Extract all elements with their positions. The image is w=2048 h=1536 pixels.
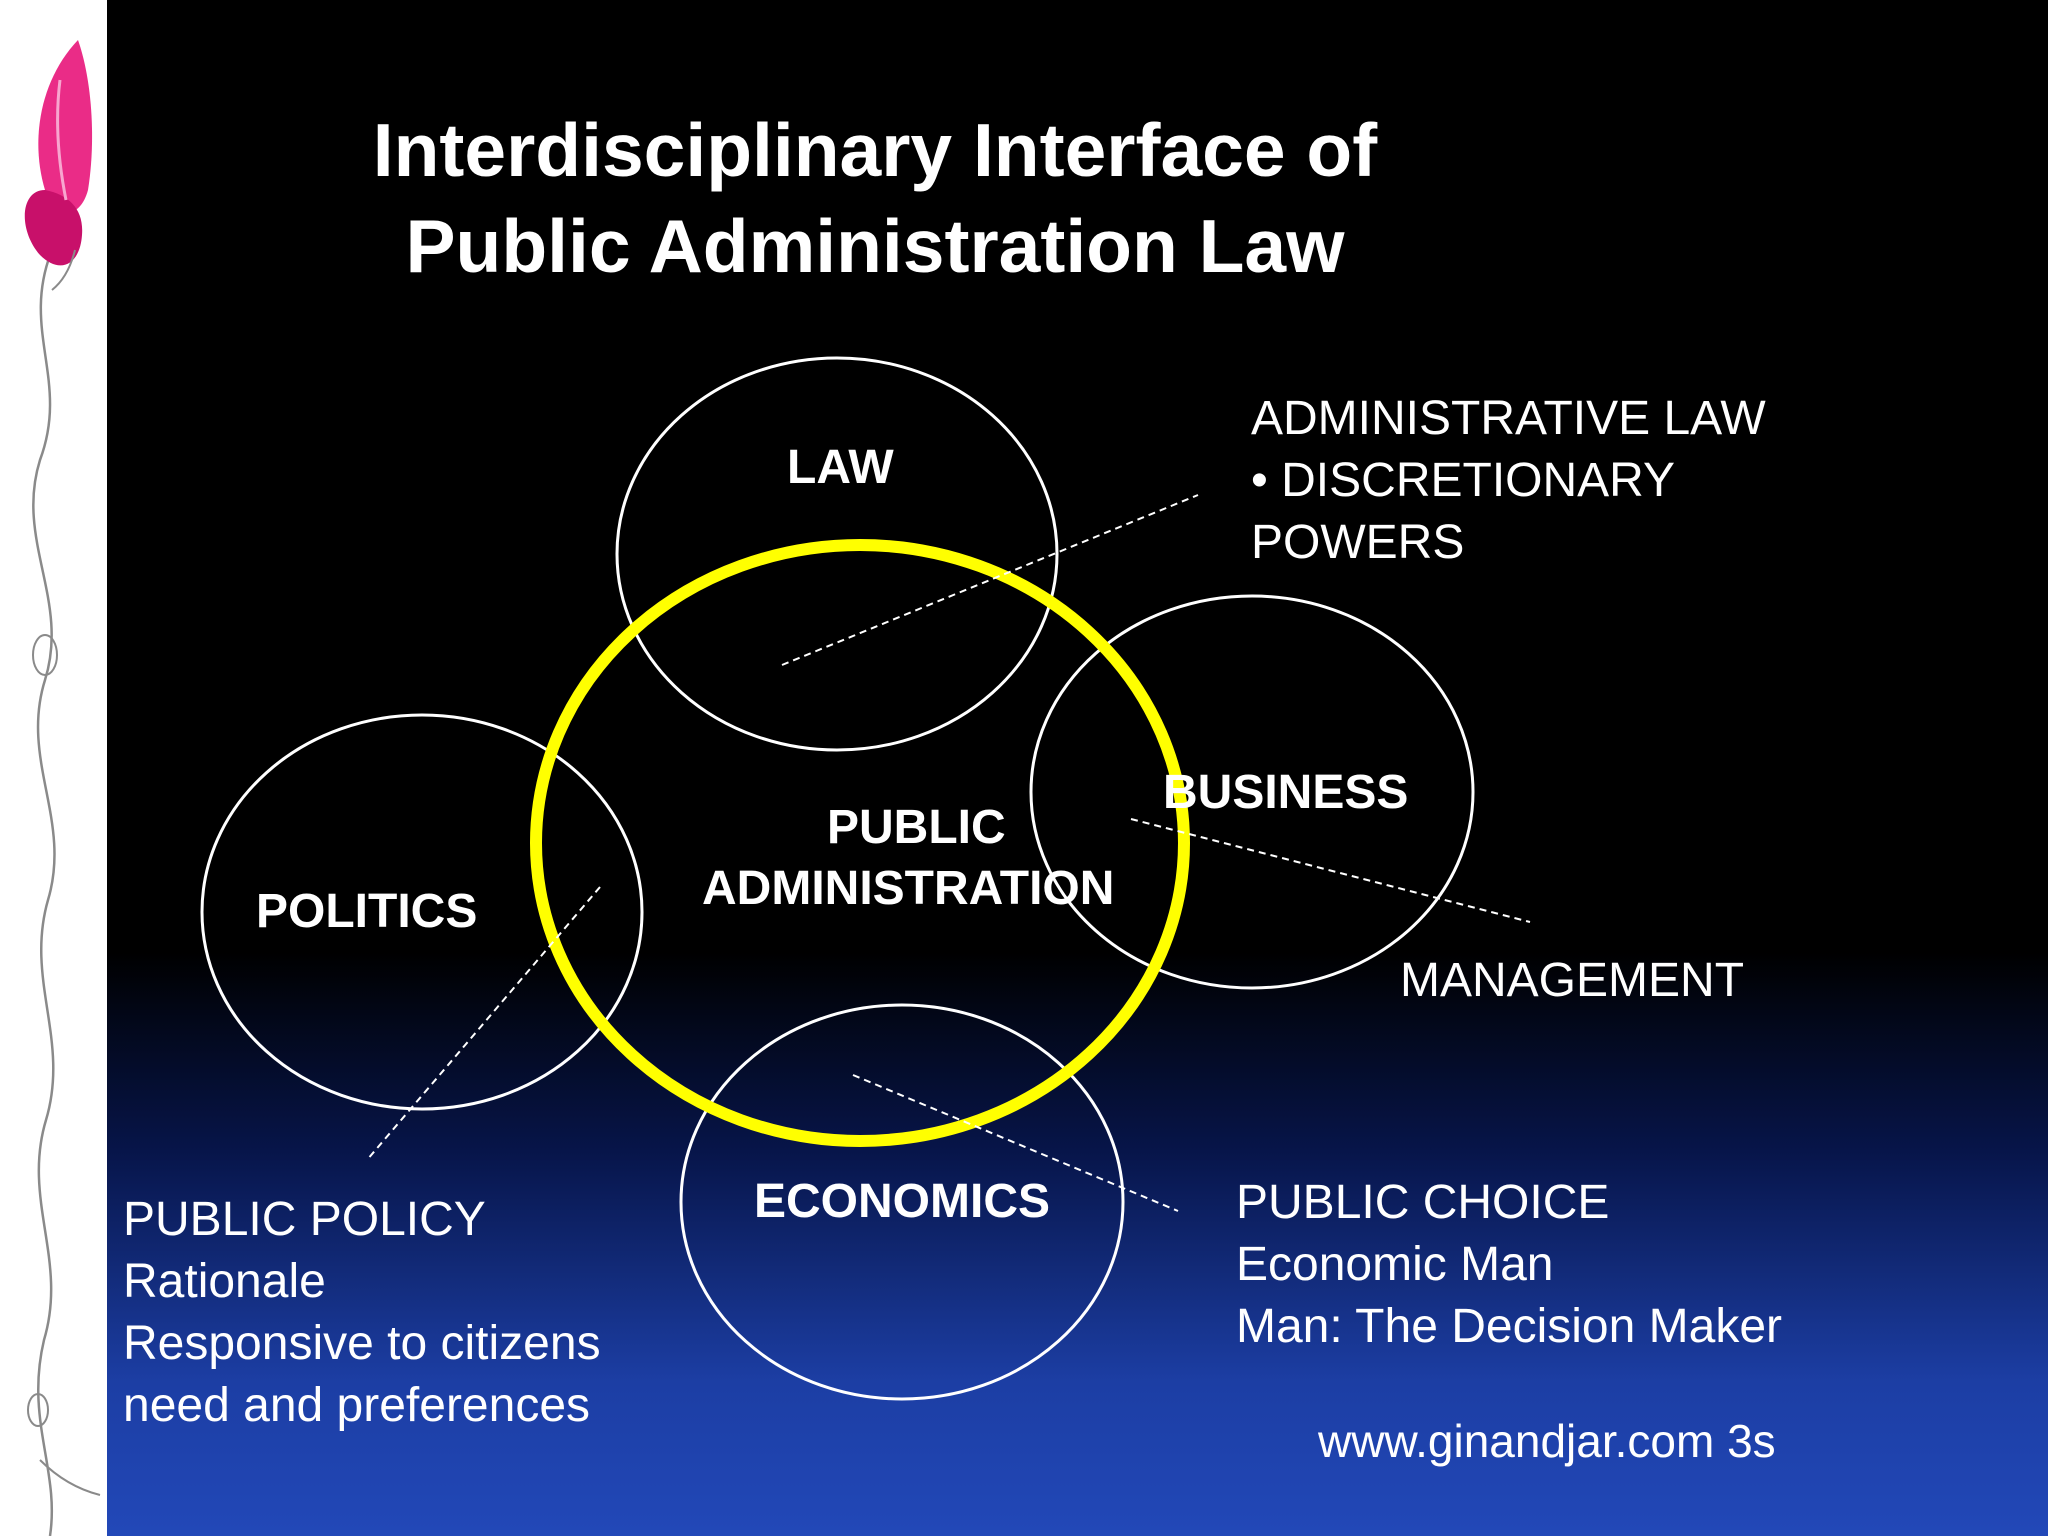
politics-note-line-2: Rationale	[123, 1255, 326, 1308]
business-label: BUSINESS	[1163, 766, 1409, 819]
politics-note-line-1: PUBLIC POLICY	[123, 1193, 486, 1246]
butterfly-icon	[24, 40, 93, 291]
content-panel	[107, 0, 2048, 1536]
law-note-line-1: ADMINISTRATIVE LAW	[1251, 392, 1766, 445]
economics-note-line-1: PUBLIC CHOICE	[1236, 1176, 1610, 1229]
vine-decoration	[27, 249, 101, 1536]
politics-label: POLITICS	[256, 885, 478, 938]
decorative-strip	[0, 0, 107, 1536]
law-note: ADMINISTRATIVE LAW • DISCRETIONARY POWER…	[1251, 388, 1766, 574]
business-note: MANAGEMENT	[1400, 950, 1744, 1012]
politics-note-line-3: Responsive to citizens	[123, 1317, 601, 1370]
law-label: LAW	[787, 441, 894, 494]
law-connector	[781, 494, 1199, 666]
economics-note: PUBLIC CHOICE Economic Man Man: The Deci…	[1236, 1172, 1782, 1358]
politics-note: PUBLIC POLICY Rationale Responsive to ci…	[123, 1189, 601, 1437]
business-note-line-1: MANAGEMENT	[1400, 954, 1745, 1007]
economics-note-line-2: Economic Man	[1236, 1238, 1554, 1291]
law-note-line-3: POWERS	[1251, 516, 1465, 569]
slide-title: Interdisciplinary Interface of Public Ad…	[200, 102, 1550, 294]
title-line-1: Interdisciplinary Interface of	[372, 108, 1378, 192]
title-line-2: Public Administration Law	[405, 204, 1345, 288]
economics-note-line-3: Man: The Decision Maker	[1236, 1300, 1782, 1353]
business-connector	[1130, 818, 1531, 923]
public-administration-label-line-1: PUBLIC	[827, 801, 1006, 854]
economics-connector	[852, 1074, 1179, 1212]
footer-source: www.ginandjar.com 3s	[1318, 1415, 1776, 1467]
law-note-line-2: • DISCRETIONARY	[1251, 454, 1675, 507]
economics-label: ECONOMICS	[754, 1175, 1051, 1228]
law-circle	[615, 356, 1059, 752]
business-circle	[1029, 594, 1475, 990]
politics-circle	[200, 713, 644, 1111]
public-administration-circle	[530, 539, 1190, 1147]
economics-circle	[679, 1003, 1125, 1401]
politics-note-line-4: need and preferences	[123, 1379, 591, 1432]
public-administration-label-line-2: ADMINISTRATION	[702, 862, 1115, 915]
